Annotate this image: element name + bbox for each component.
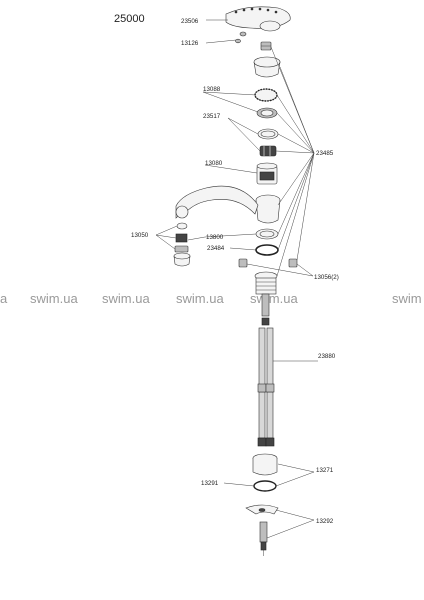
label-23880: 23880 <box>318 353 336 360</box>
part-cartridge-top <box>259 145 277 157</box>
part-cap-nut <box>260 41 272 51</box>
part-base-thread <box>254 271 278 295</box>
part-ring-23517 <box>257 128 279 140</box>
label-23506: 23506 <box>181 18 199 25</box>
watermark-text: swim <box>392 291 422 306</box>
part-hoses <box>257 327 275 447</box>
part-stud <box>261 293 270 326</box>
label-13050: 13050 <box>131 232 149 239</box>
part-washer <box>253 480 277 492</box>
label-13291: 13291 <box>201 480 219 487</box>
watermark-text: swim.ua <box>30 291 78 306</box>
part-lever-handle <box>225 6 291 32</box>
diagram-title: 25000 <box>114 13 145 25</box>
part-bracket <box>245 504 279 515</box>
watermark-text: swim.ua <box>102 291 150 306</box>
part-ring-23484 <box>255 244 279 256</box>
watermark-row: a swim.ua swim.ua swim.ua swim.ua swim <box>0 291 422 306</box>
part-cover-cap <box>253 56 281 78</box>
part-side-nuts <box>238 258 298 268</box>
part-bottom-nut <box>252 453 278 476</box>
part-body-bowl <box>255 194 281 224</box>
label-13800: 13800 <box>206 234 224 241</box>
leader-lines <box>155 19 318 539</box>
part-spout <box>175 185 259 219</box>
label-13056: 13056(2) <box>314 274 339 281</box>
label-13126: 13126 <box>181 40 199 47</box>
label-23484: 23484 <box>207 245 225 252</box>
part-ring-13088 <box>254 88 278 102</box>
label-23517: 23517 <box>203 113 221 120</box>
part-long-bolt <box>259 521 268 556</box>
label-13271: 13271 <box>316 467 334 474</box>
watermark-text: swim.ua <box>176 291 224 306</box>
part-oring <box>255 228 279 240</box>
part-cartridge <box>256 162 278 185</box>
part-seal-ring <box>256 107 278 119</box>
watermark-text: a <box>0 291 8 306</box>
label-13080: 13080 <box>205 160 223 167</box>
label-23485: 23485 <box>316 150 334 157</box>
part-aerator <box>173 222 191 267</box>
label-13292: 13292 <box>316 518 334 525</box>
part-screw <box>235 31 247 44</box>
part-labels: 23506 13126 13088 23517 23485 13080 1305… <box>131 18 339 525</box>
label-13088: 13088 <box>203 86 221 93</box>
